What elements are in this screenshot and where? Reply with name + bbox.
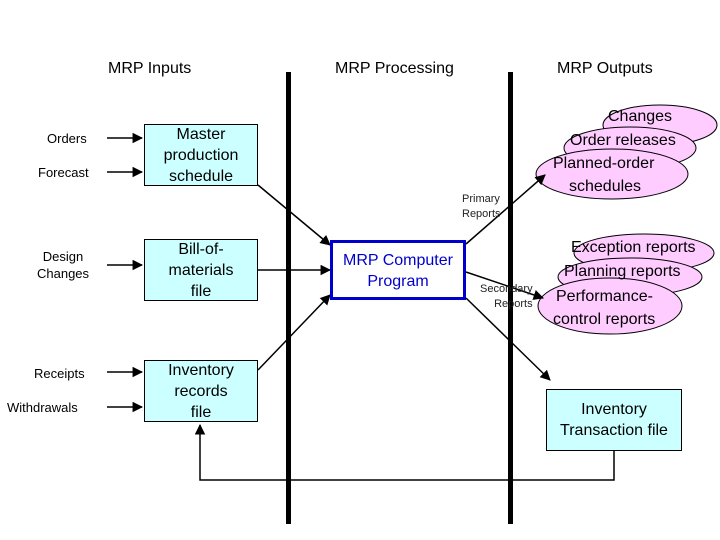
arrow-program-to-primary (465, 174, 546, 245)
text-schedules: schedules (569, 178, 642, 195)
text-exception-reports: Exception reports (571, 239, 696, 256)
divider-right (508, 72, 513, 524)
label-receipts: Receipts (34, 366, 85, 381)
arrow-inventory-to-program (257, 294, 331, 371)
text-changes: Changes (608, 108, 673, 125)
ellipse-performance (537, 277, 683, 335)
label-forecast: Forecast (38, 165, 89, 180)
header-mrp-outputs: MRP Outputs (557, 60, 653, 77)
ellipse-planned-order (535, 148, 689, 200)
text-planned-order: Planned-order (553, 155, 655, 172)
label-design-changes: Design Changes (37, 249, 90, 281)
arrow-program-to-transaction (465, 297, 551, 381)
inventory-transaction-file-box: Inventory Transaction file (546, 389, 682, 451)
label-secondary-reports: Secondary Reports (480, 283, 533, 310)
arrow-program-to-secondary (465, 271, 544, 300)
bill-of-materials-box: Bill-of- materials file (144, 239, 258, 301)
label-orders: Orders (47, 131, 87, 146)
master-production-schedule-box: Master production schedule (144, 124, 258, 186)
text-planning-reports: Planning reports (564, 263, 681, 280)
arrow-transaction-feedback (194, 423, 615, 481)
text-control-reports: control reports (553, 311, 656, 328)
divider-left (286, 72, 291, 524)
header-mrp-inputs: MRP Inputs (108, 60, 192, 77)
header-mrp-processing: MRP Processing (335, 60, 454, 77)
mrp-computer-program-box: MRP Computer Program (330, 240, 466, 300)
label-primary-reports: Primary Reports (462, 193, 501, 220)
text-order-releases: Order releases (570, 132, 676, 149)
label-withdrawals: Withdrawals (7, 400, 78, 415)
arrow-master-to-program (257, 184, 331, 246)
inventory-records-box: Inventory records file (144, 360, 258, 422)
text-performance: Performance- (556, 288, 653, 305)
